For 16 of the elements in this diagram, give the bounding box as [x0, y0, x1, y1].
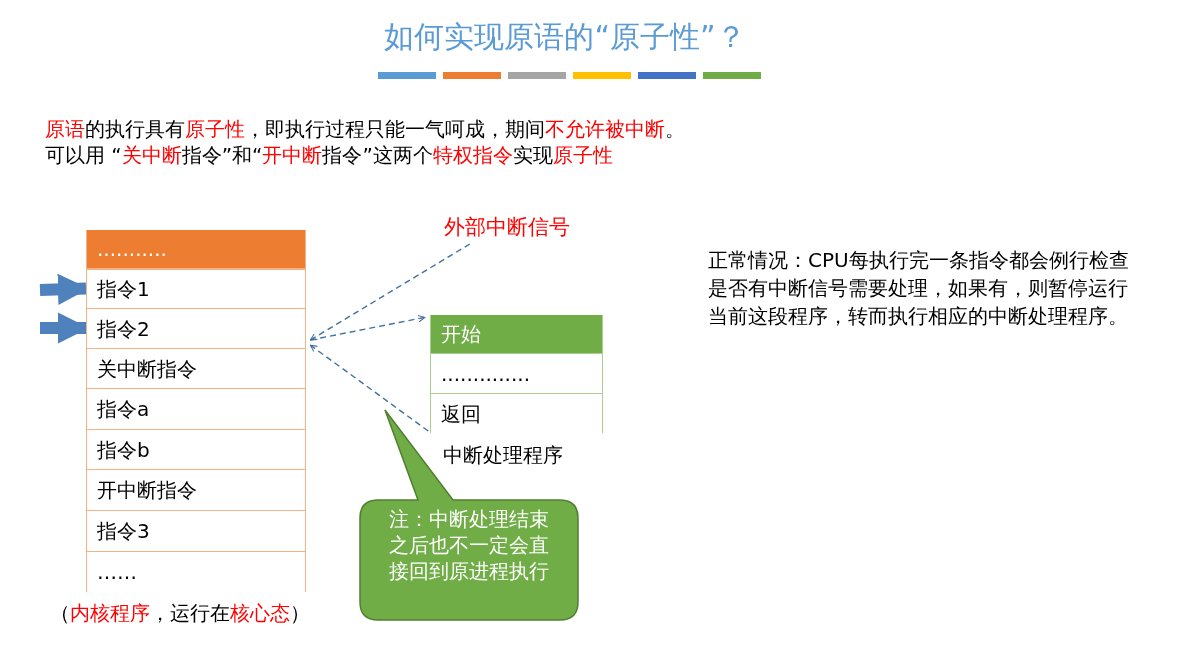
explanation-text: 正常情况：CPU每执行完一条指令都会例行检查是否有中断信号需要处理，如果有，则暂停运行当前这段程序，转而执行相应的中断处理程序。 — [708, 247, 1130, 330]
table-caption: （内核程序，运行在核心态） — [50, 600, 310, 627]
instruction-row: 开始 — [431, 315, 602, 353]
instruction-row: ........... — [87, 230, 305, 269]
arrow — [309, 344, 429, 432]
note-text: 注：中断处理结束之后也不一定会直接回到原进程执行 — [388, 506, 550, 584]
signal-label: 外部中断信号 — [444, 212, 596, 244]
instruction-row: …… — [87, 551, 305, 592]
program-table — [86, 230, 306, 592]
instruction-row: 返回 — [431, 393, 602, 433]
arrow — [309, 314, 426, 341]
program-caption: 中断处理程序 — [443, 442, 563, 469]
intro-text: 原语的执行具有原子性，即执行过程只能一气呵成，期间不允许被中断。 — [45, 116, 685, 143]
intro-text: 可以用 “关中断指令”和“开中断指令”这两个特权指令实现原子性 — [45, 142, 613, 169]
arrow — [309, 243, 471, 341]
title: 如何实现原语的“原子性”？ — [383, 18, 747, 56]
